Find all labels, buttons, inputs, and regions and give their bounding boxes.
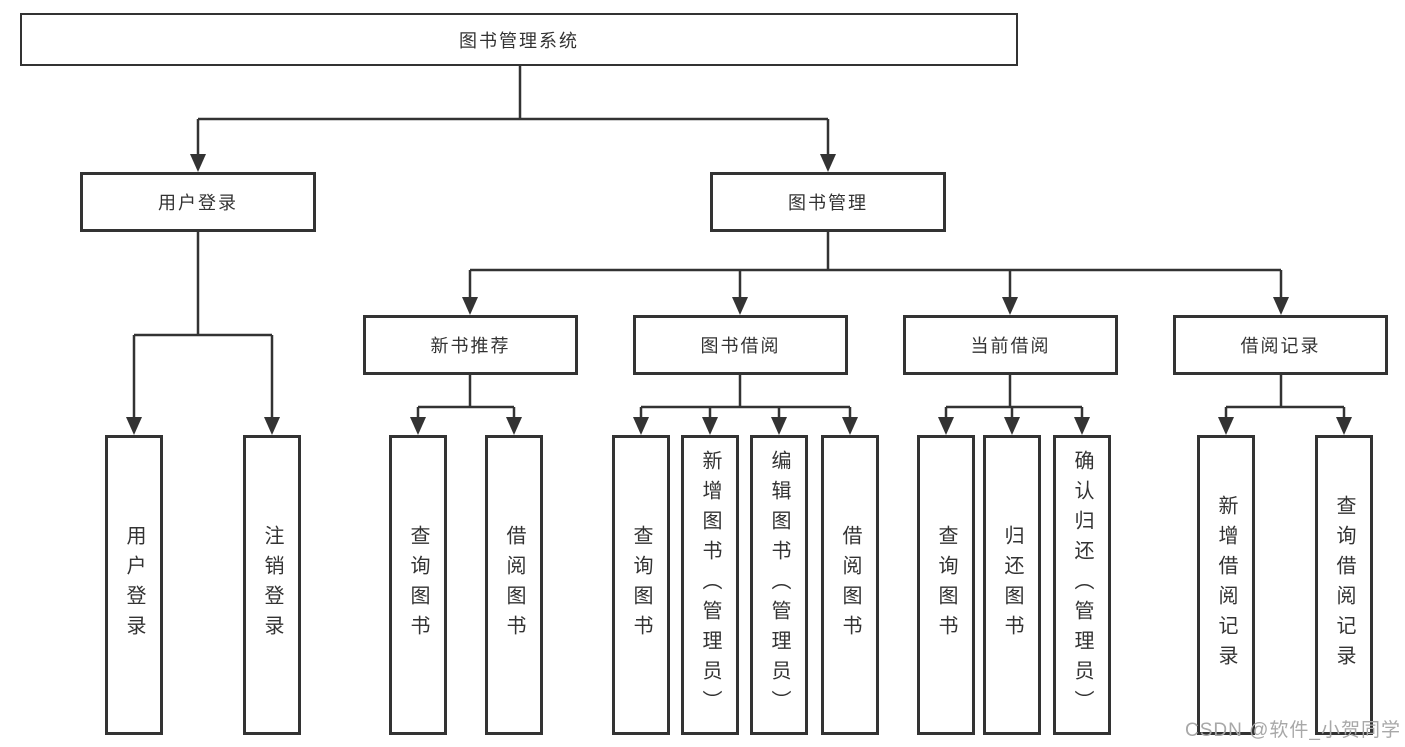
node-leaf-confirm-return-admin: 确认归还（管理员）: [1053, 435, 1111, 735]
node-user-login: 用户登录: [80, 172, 316, 232]
node-leaf-query-books-1-label: 查询图书: [407, 525, 429, 645]
node-new-book-recommend-label: 新书推荐: [430, 336, 511, 356]
node-book-management-label: 图书管理: [788, 193, 868, 213]
node-new-book-recommend: 新书推荐: [363, 315, 578, 375]
node-current-borrow: 当前借阅: [903, 315, 1118, 375]
node-leaf-add-book-admin: 新增图书（管理员）: [681, 435, 739, 735]
node-leaf-query-books-3: 查询图书: [917, 435, 975, 735]
node-book-borrow: 图书借阅: [633, 315, 848, 375]
node-leaf-return-book: 归还图书: [983, 435, 1041, 735]
watermark: CSDN @软件_小贺同学: [1185, 720, 1401, 741]
node-book-management: 图书管理: [710, 172, 946, 232]
node-leaf-query-books-2: 查询图书: [612, 435, 670, 735]
node-leaf-add-book-admin-label: 新增图书（管理员）: [699, 450, 721, 720]
node-current-borrow-label: 当前借阅: [970, 336, 1051, 356]
node-leaf-borrow-books-2: 借阅图书: [821, 435, 879, 735]
node-leaf-add-borrow-record-label: 新增借阅记录: [1215, 495, 1237, 675]
connector-new-book: [410, 375, 522, 435]
node-leaf-user-login-label: 用户登录: [123, 525, 145, 645]
node-leaf-query-borrow-record: 查询借阅记录: [1315, 435, 1373, 735]
connector-book-borrow: [633, 375, 858, 435]
node-leaf-edit-book-admin-label: 编辑图书（管理员）: [768, 450, 790, 720]
connector-user-login: [126, 232, 280, 435]
node-leaf-query-books-2-label: 查询图书: [630, 525, 652, 645]
node-borrow-records: 借阅记录: [1173, 315, 1388, 375]
connector-current-borrow: [938, 375, 1090, 435]
node-leaf-confirm-return-admin-label: 确认归还（管理员）: [1071, 450, 1093, 720]
connector-borrow-records: [1218, 375, 1352, 435]
node-leaf-query-books-1: 查询图书: [389, 435, 447, 735]
node-leaf-borrow-books-2-label: 借阅图书: [839, 525, 861, 645]
node-user-login-label: 用户登录: [158, 193, 238, 213]
node-borrow-records-label: 借阅记录: [1240, 336, 1321, 356]
connector-root: [190, 66, 836, 172]
connector-book-management: [462, 232, 1289, 315]
node-leaf-add-borrow-record: 新增借阅记录: [1197, 435, 1255, 735]
node-leaf-user-login: 用户登录: [105, 435, 163, 735]
node-leaf-borrow-books-1: 借阅图书: [485, 435, 543, 735]
node-leaf-edit-book-admin: 编辑图书（管理员）: [750, 435, 808, 735]
node-root-label: 图书管理系统: [459, 30, 579, 51]
node-root: 图书管理系统: [20, 13, 1018, 66]
node-book-borrow-label: 图书借阅: [700, 336, 781, 356]
node-leaf-logout-label: 注销登录: [261, 525, 283, 645]
node-leaf-logout: 注销登录: [243, 435, 301, 735]
node-leaf-query-books-3-label: 查询图书: [935, 525, 957, 645]
node-leaf-return-book-label: 归还图书: [1001, 525, 1023, 645]
node-leaf-borrow-books-1-label: 借阅图书: [503, 525, 525, 645]
node-leaf-query-borrow-record-label: 查询借阅记录: [1333, 495, 1355, 675]
